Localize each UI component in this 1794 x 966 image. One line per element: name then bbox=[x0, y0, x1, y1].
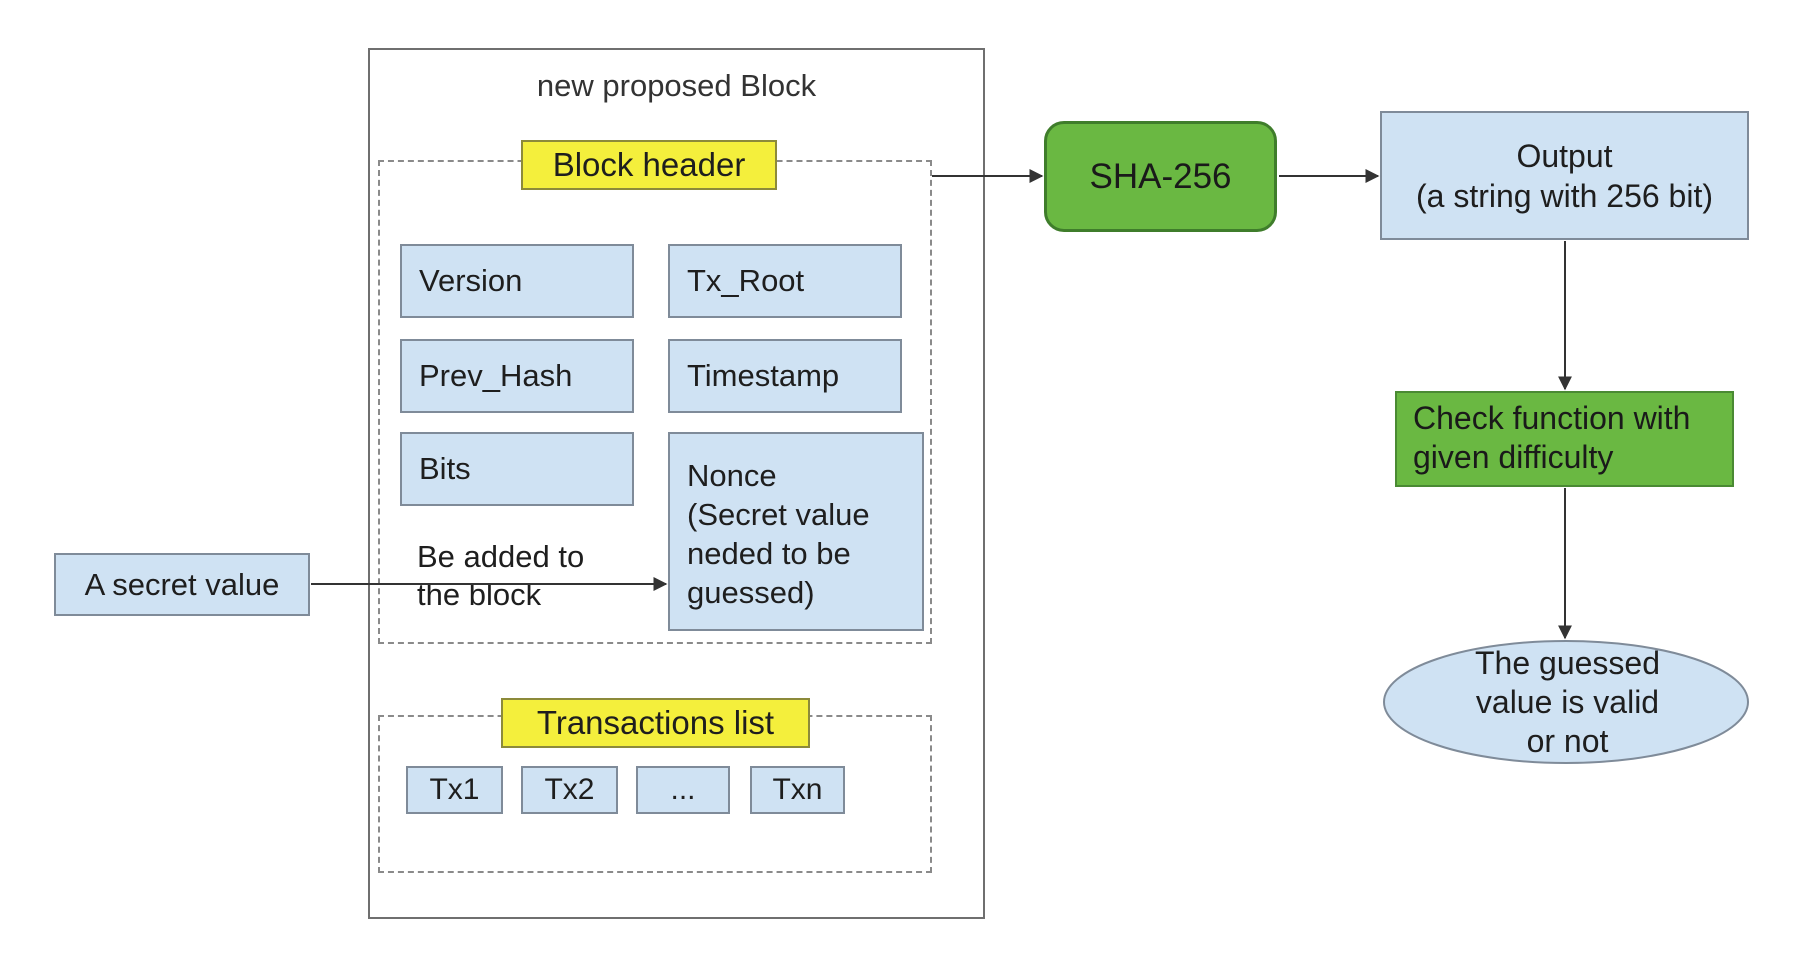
sha-256-box: SHA-256 bbox=[1044, 121, 1277, 232]
field-timestamp: Timestamp bbox=[668, 339, 902, 413]
field-tx-root: Tx_Root bbox=[668, 244, 902, 318]
result-ellipse bbox=[1383, 640, 1749, 764]
block-header-label: Block header bbox=[521, 140, 777, 190]
field-nonce: Nonce (Secret value neded to be guessed) bbox=[668, 432, 924, 631]
transactions-list-label: Transactions list bbox=[501, 698, 810, 748]
tx-item: Tx1 bbox=[406, 766, 503, 814]
tx-item: ... bbox=[636, 766, 730, 814]
tx-item: Txn bbox=[750, 766, 845, 814]
field-bits: Bits bbox=[400, 432, 634, 506]
field-prev-hash: Prev_Hash bbox=[400, 339, 634, 413]
output-box: Output (a string with 256 bit) bbox=[1380, 111, 1749, 240]
result-text: The guessed value is valid or not bbox=[1474, 644, 1660, 759]
block-title: new proposed Block bbox=[536, 68, 817, 103]
check-function-box: Check function with given difficulty bbox=[1395, 391, 1734, 487]
added-to-block-note: Be added to the block bbox=[417, 539, 585, 612]
secret-value-box: A secret value bbox=[54, 553, 310, 616]
tx-item: Tx2 bbox=[521, 766, 618, 814]
field-version: Version bbox=[400, 244, 634, 318]
